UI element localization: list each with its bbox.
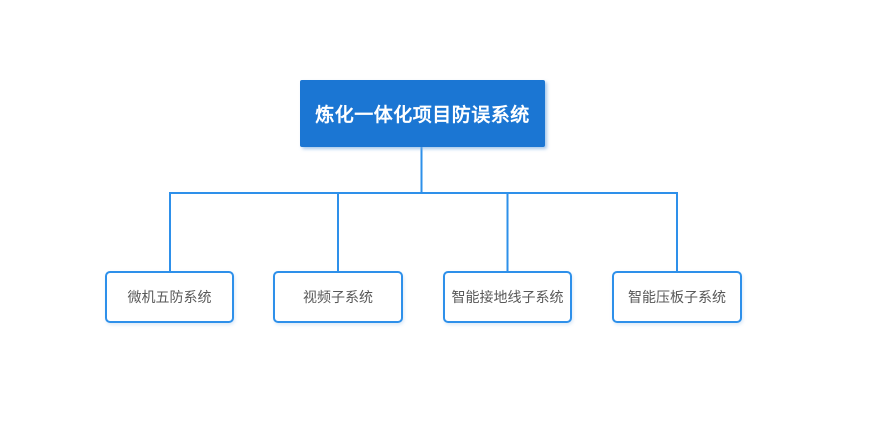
child-node-pressplate[interactable]: 智能压板子系统 — [612, 271, 742, 323]
child-node-label: 智能压板子系统 — [628, 289, 726, 305]
child-node-label: 智能接地线子系统 — [451, 289, 564, 305]
child-node-grounding[interactable]: 智能接地线子系统 — [443, 271, 572, 323]
root-node[interactable]: 炼化一体化项目防误系统 — [300, 80, 545, 147]
child-node-label: 微机五防系统 — [127, 289, 212, 305]
child-node-wufang[interactable]: 微机五防系统 — [105, 271, 234, 323]
child-node-label: 视频子系统 — [303, 289, 373, 305]
child-node-video[interactable]: 视频子系统 — [273, 271, 403, 323]
root-node-label: 炼化一体化项目防误系统 — [315, 105, 530, 126]
